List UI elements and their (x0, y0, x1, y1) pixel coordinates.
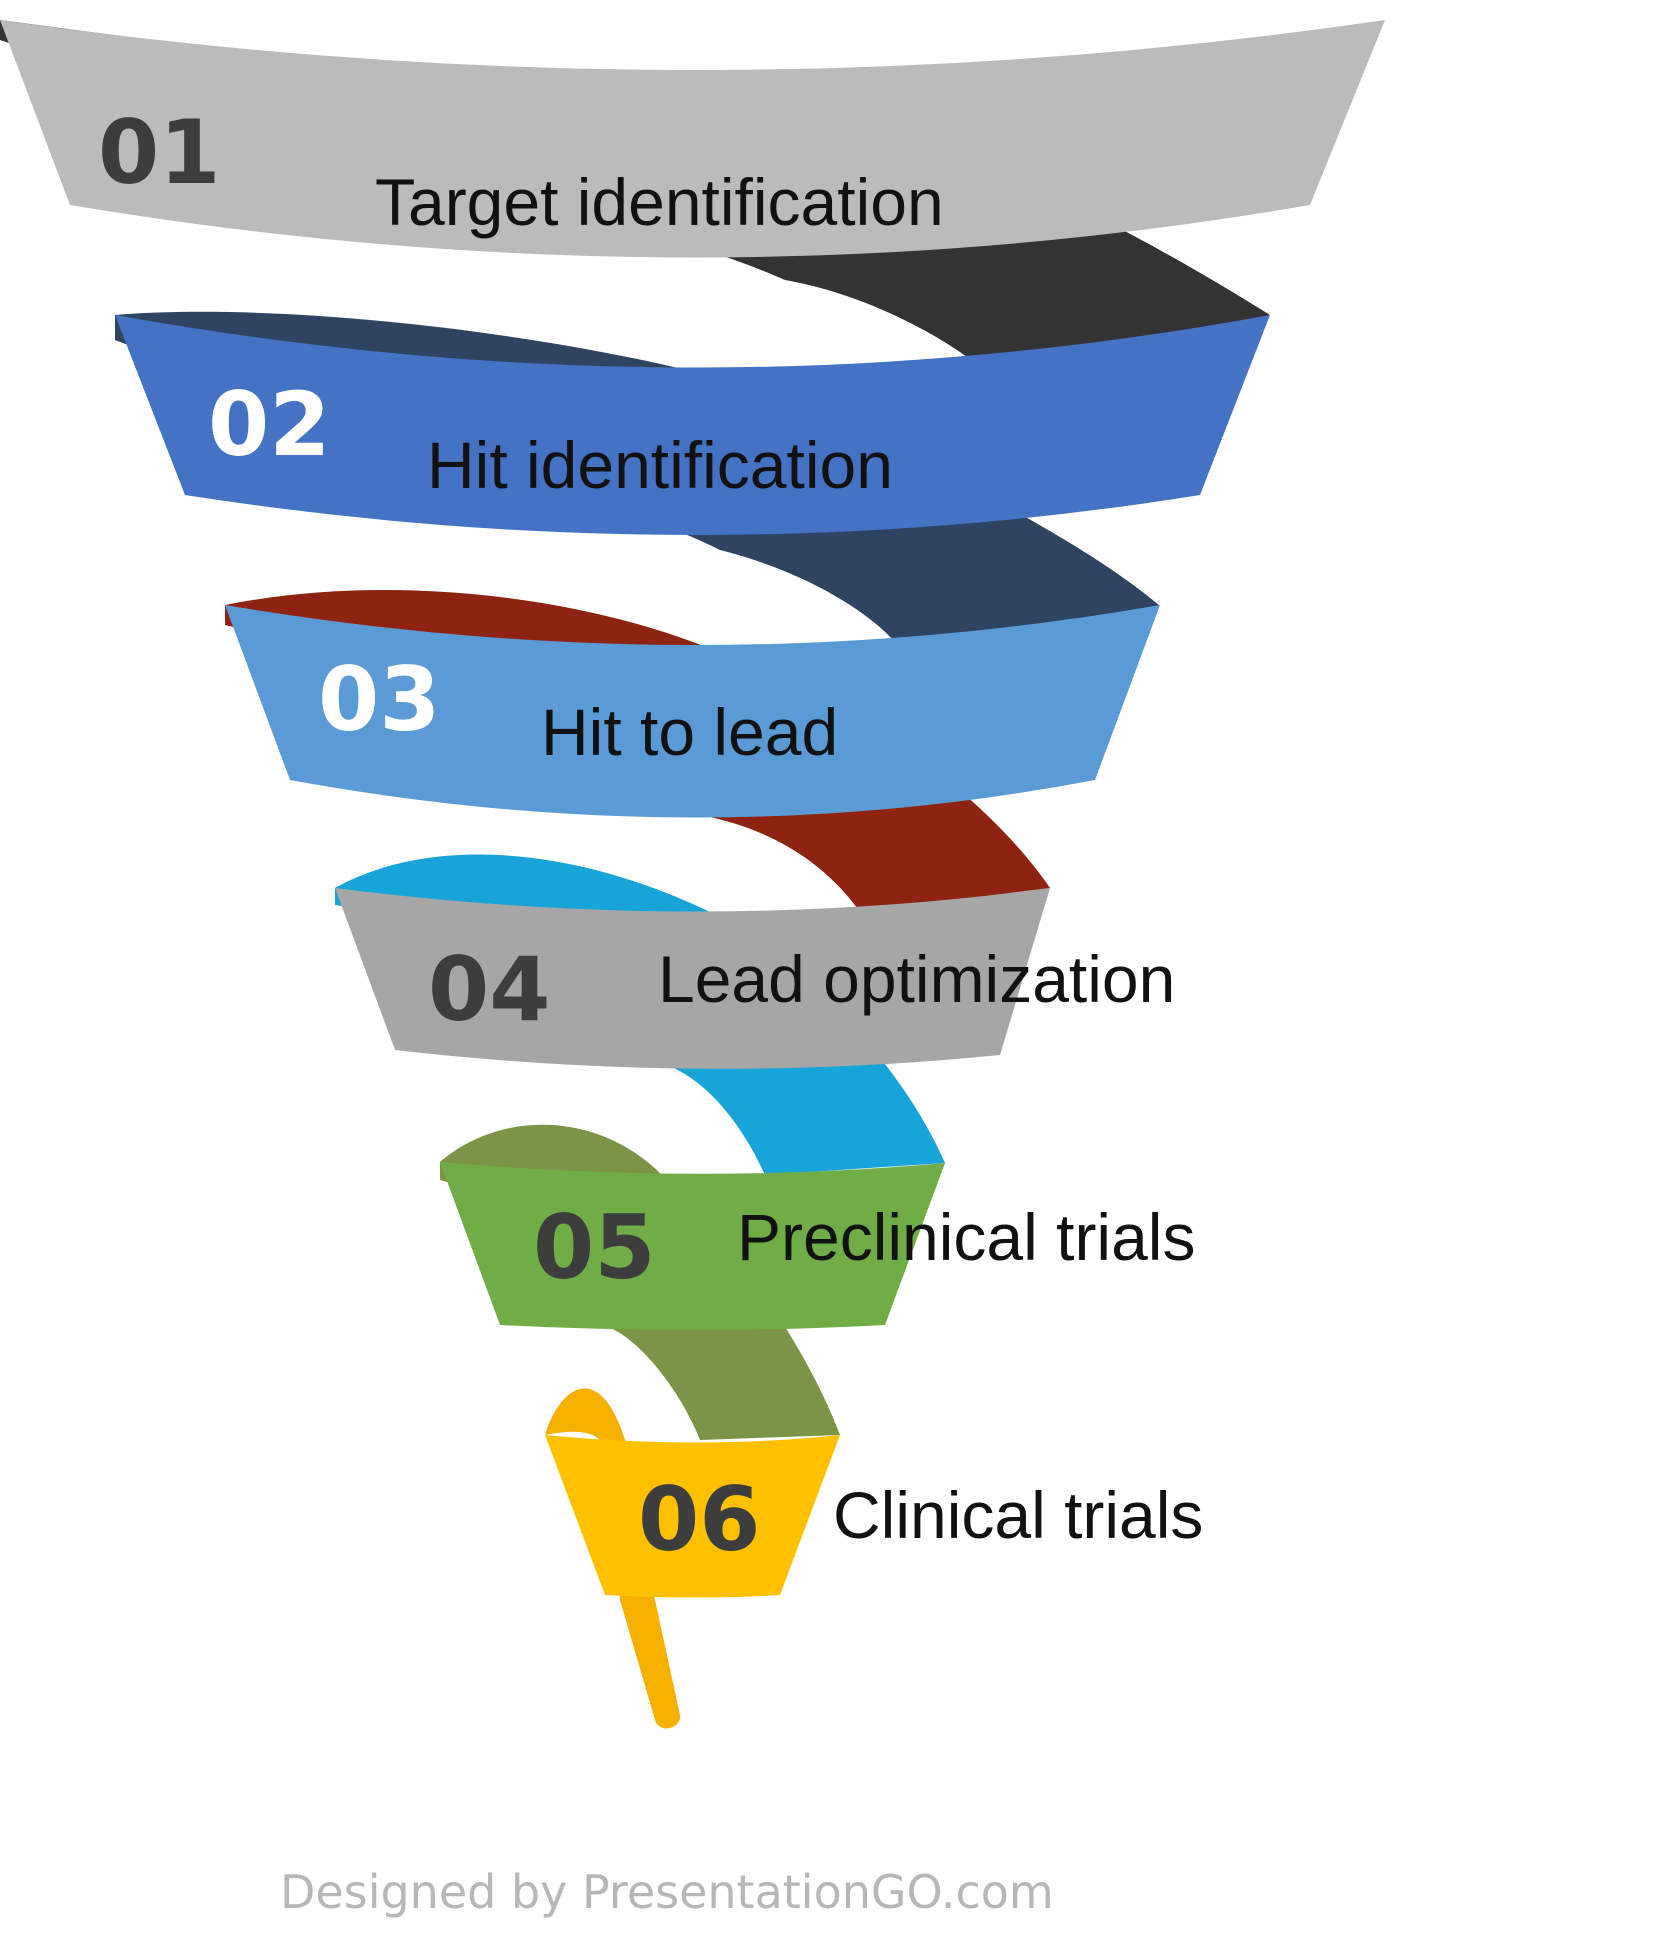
band-04 (335, 888, 1050, 1069)
stage-number-02: 02 (208, 373, 330, 476)
stage-number-06: 06 (638, 1468, 760, 1571)
band-01 (0, 20, 1385, 258)
stage-label-04: Lead optimization (658, 942, 1175, 1016)
stage-label-01: Target identification (375, 165, 944, 239)
stage-number-04: 04 (428, 938, 550, 1041)
stage-number-05: 05 (533, 1196, 655, 1299)
stage-label-02: Hit identification (427, 428, 893, 502)
band-06 (545, 1435, 840, 1598)
band-02 (115, 315, 1270, 535)
stage-label-03: Hit to lead (541, 695, 838, 769)
band-03 (225, 605, 1160, 818)
ribbon-06 (545, 1388, 681, 1729)
footer-credit: Designed by PresentationGO.com (280, 1865, 1054, 1919)
stage-label-05: Preclinical trials (737, 1200, 1195, 1274)
stage-number-03: 03 (318, 648, 440, 751)
stage-number-01: 01 (98, 101, 220, 204)
band-05 (440, 1162, 945, 1330)
stage-label-06: Clinical trials (833, 1478, 1203, 1552)
